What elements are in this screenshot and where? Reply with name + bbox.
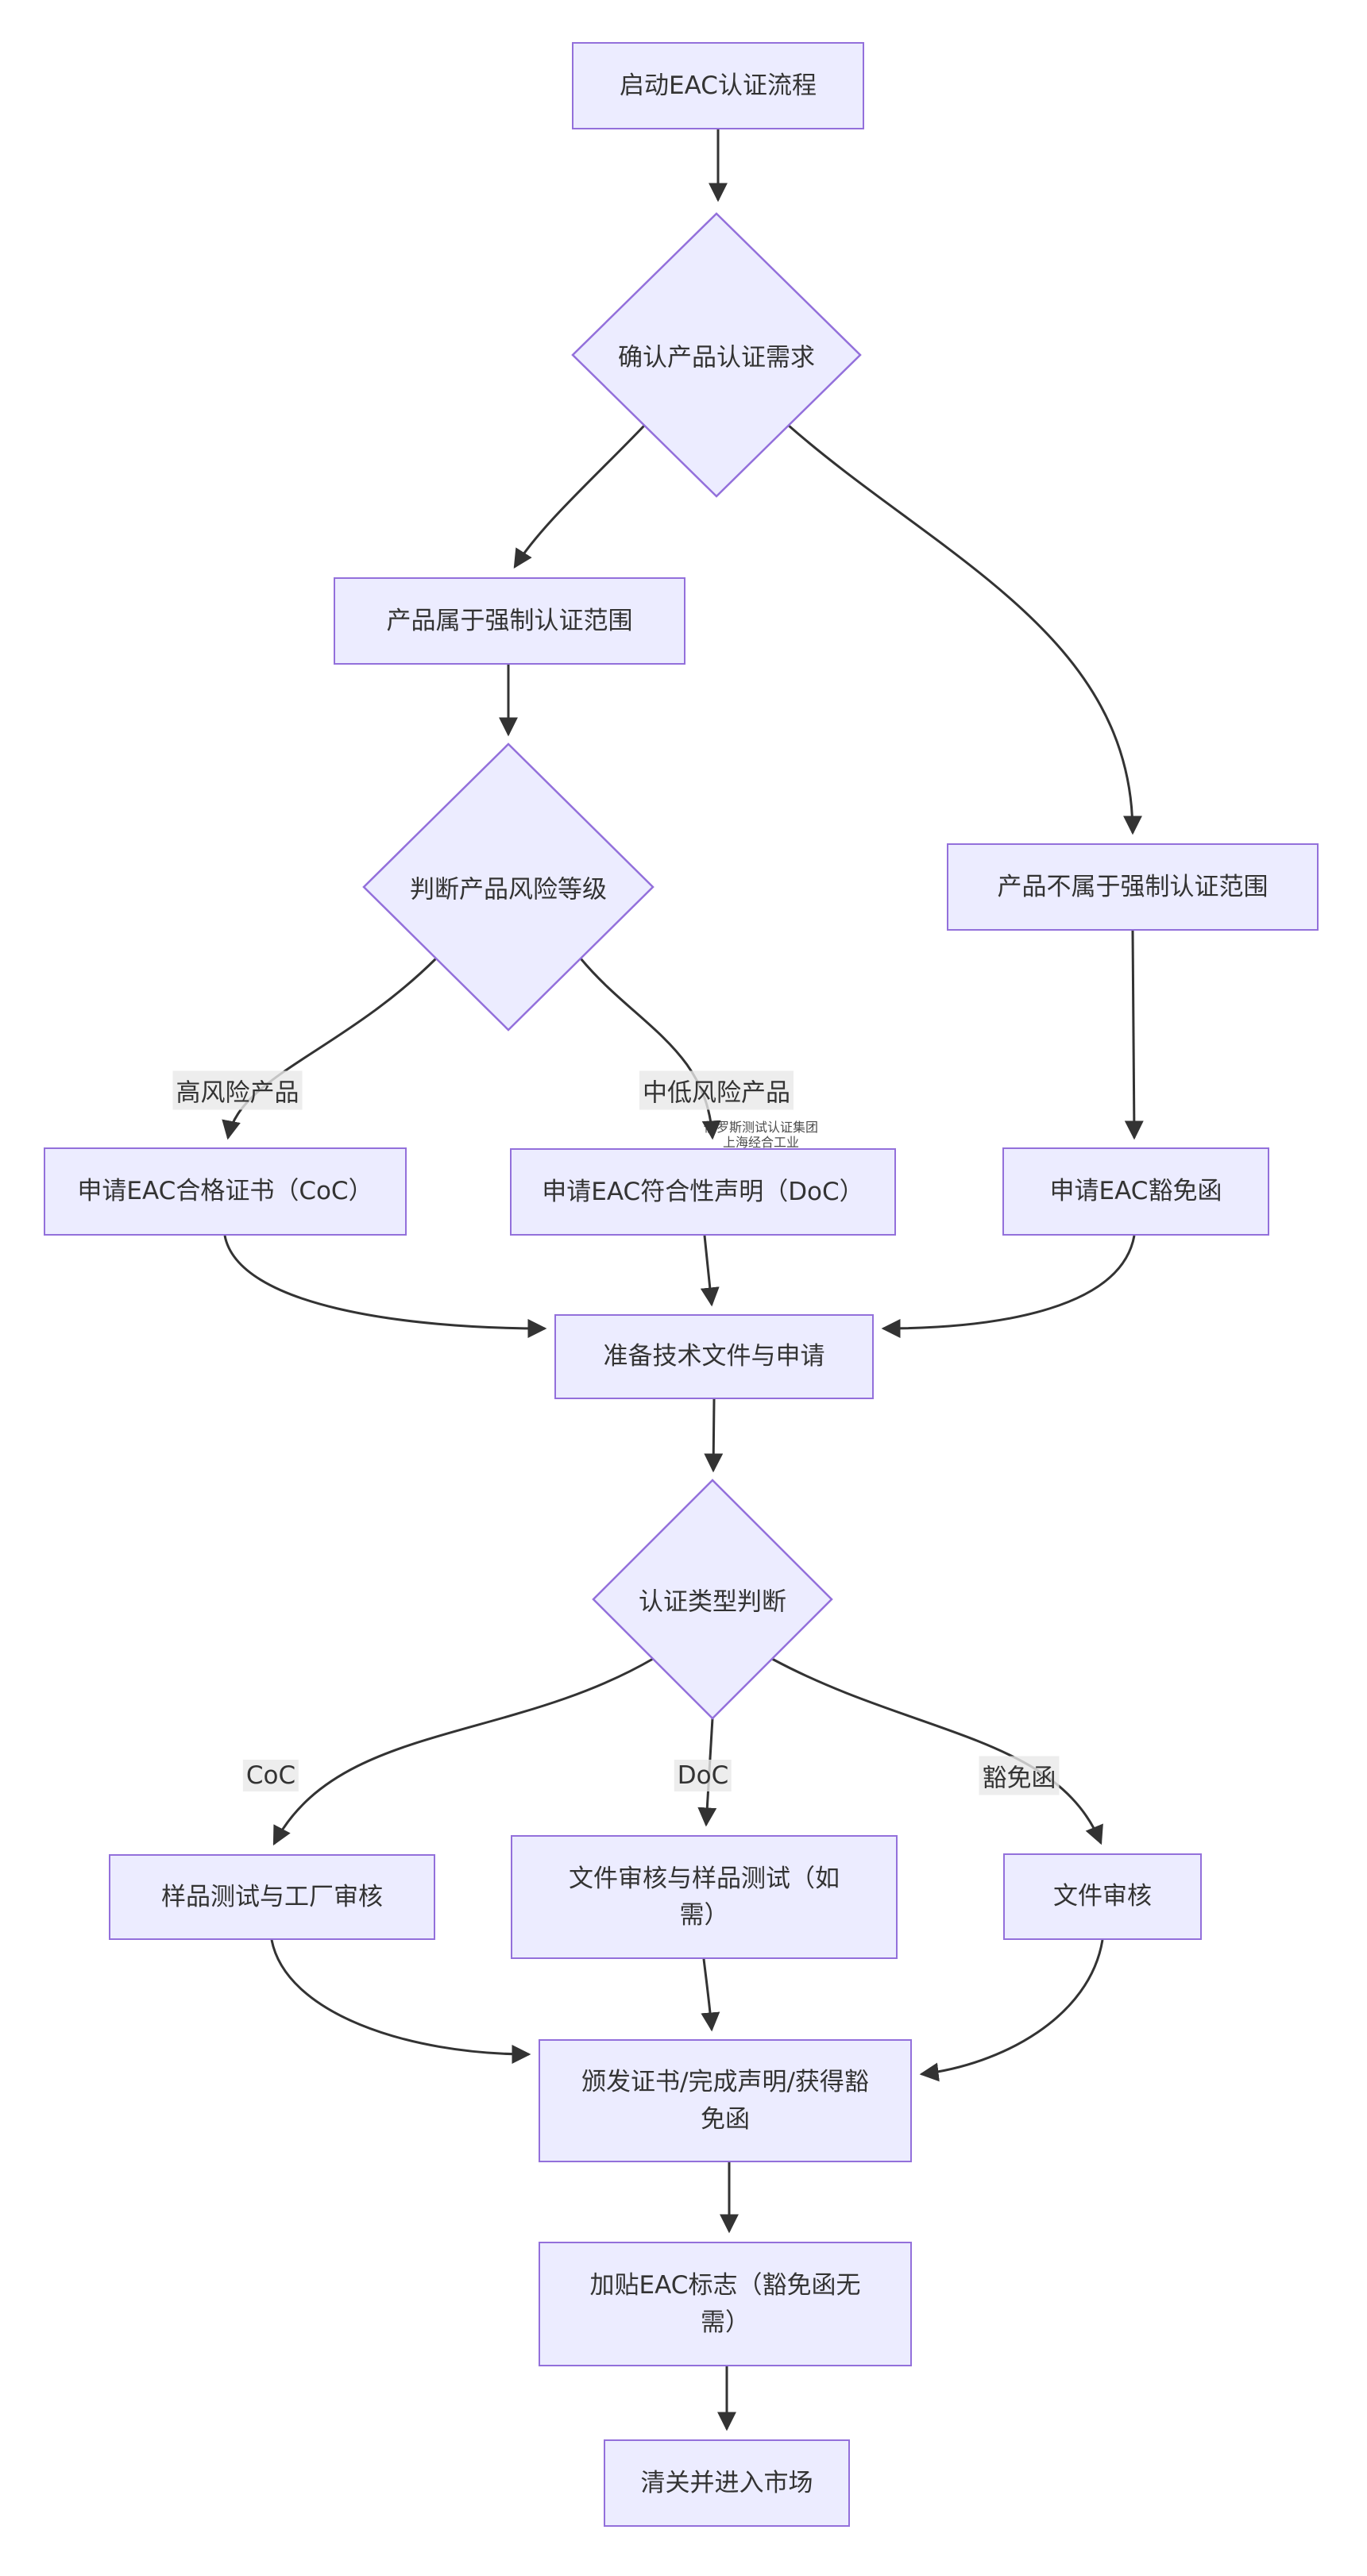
node-not-in-scope: 产品不属于强制认证范围	[947, 843, 1319, 931]
node-customs: 清关并进入市场	[604, 2439, 850, 2527]
node-issue-label: 颁发证书/完成声明/获得豁免函	[581, 2068, 869, 2134]
node-in-scope-label: 产品属于强制认证范围	[386, 606, 633, 635]
edge-prepare-certtype	[704, 1398, 724, 1473]
edge-certtype-docreview	[771, 1657, 1103, 1845]
edge-label-exemption: 豁免函	[979, 1756, 1060, 1795]
edge-risk-doc	[579, 958, 721, 1140]
node-prepare-docs-label: 准备技术文件与申请	[603, 1342, 825, 1371]
node-cert-type-label: 认证类型判断	[639, 1587, 786, 1617]
edge-label-coc: CoC	[242, 1760, 299, 1791]
node-issue: 颁发证书/完成声明/获得豁免函	[539, 2039, 912, 2162]
node-apply-exemption-label: 申请EAC豁免函	[1049, 1177, 1222, 1206]
edge-label-mid-low-risk: 中低风险产品	[639, 1070, 794, 1110]
edge-label-high-risk: 高风险产品	[172, 1070, 303, 1110]
node-doc-review-sample-label: 文件审核与样品测试（如需）	[569, 1864, 840, 1930]
node-confirm-need-label: 确认产品认证需求	[618, 343, 815, 372]
edge-sampletest-issue	[270, 1939, 531, 2064]
node-doc-review-sample: 文件审核与样品测试（如需）	[511, 1835, 898, 1959]
node-prepare-docs: 准备技术文件与申请	[554, 1314, 874, 1399]
node-doc-review-label: 文件审核	[1053, 1882, 1152, 1911]
node-in-scope: 产品属于强制认证范围	[334, 577, 685, 665]
edge-risk-coc	[222, 957, 438, 1140]
edge-docreview-issue	[919, 1939, 1104, 2082]
watermark-line2: 上海经合工业	[722, 1135, 800, 1151]
node-apply-coc-label: 申请EAC合格证书（CoC）	[77, 1177, 373, 1206]
node-customs-label: 清关并进入市场	[640, 2468, 813, 2497]
node-apply-coc: 申请EAC合格证书（CoC）	[44, 1147, 407, 1236]
node-start: 启动EAC认证流程	[572, 42, 864, 129]
node-doc-review: 文件审核	[1003, 1853, 1202, 1940]
node-apply-doc-label: 申请EAC符合性声明（DoC）	[542, 1177, 864, 1206]
watermark-line1: 俄罗斯测试认证集团	[703, 1120, 819, 1135]
node-confirm-need-shape	[571, 212, 862, 498]
edge-exemption-prepare	[881, 1235, 1136, 1338]
node-mark-label: 加贴EAC标志（豁免函无需）	[589, 2271, 861, 2337]
node-sample-test: 样品测试与工厂审核	[109, 1854, 435, 1940]
edge-label-doc: DoC	[674, 1760, 732, 1791]
node-apply-exemption: 申请EAC豁免函	[1002, 1147, 1269, 1236]
node-mark: 加贴EAC标志（豁免函无需）	[539, 2242, 912, 2366]
edge-certtype-sampletest	[272, 1657, 654, 1846]
node-start-label: 启动EAC认证流程	[620, 71, 817, 100]
edge-notinscope-exemption	[1124, 930, 1144, 1140]
watermark: 俄罗斯测试认证集团 上海经合工业	[704, 1120, 818, 1150]
node-risk-level-label: 判断产品风险等级	[410, 875, 607, 904]
node-sample-test-label: 样品测试与工厂审核	[161, 1882, 383, 1911]
edge-confirm-inscope	[513, 424, 646, 569]
node-not-in-scope-label: 产品不属于强制认证范围	[997, 872, 1269, 901]
node-apply-doc: 申请EAC符合性声明（DoC）	[510, 1148, 896, 1236]
edge-docreviewsample-issue	[701, 1958, 720, 2032]
node-risk-level-shape	[362, 742, 655, 1032]
edge-confirm-notinscope	[788, 424, 1142, 835]
edge-doc-prepare	[700, 1235, 720, 1307]
node-cert-type-shape	[592, 1479, 833, 1720]
edge-coc-prepare	[223, 1235, 547, 1338]
